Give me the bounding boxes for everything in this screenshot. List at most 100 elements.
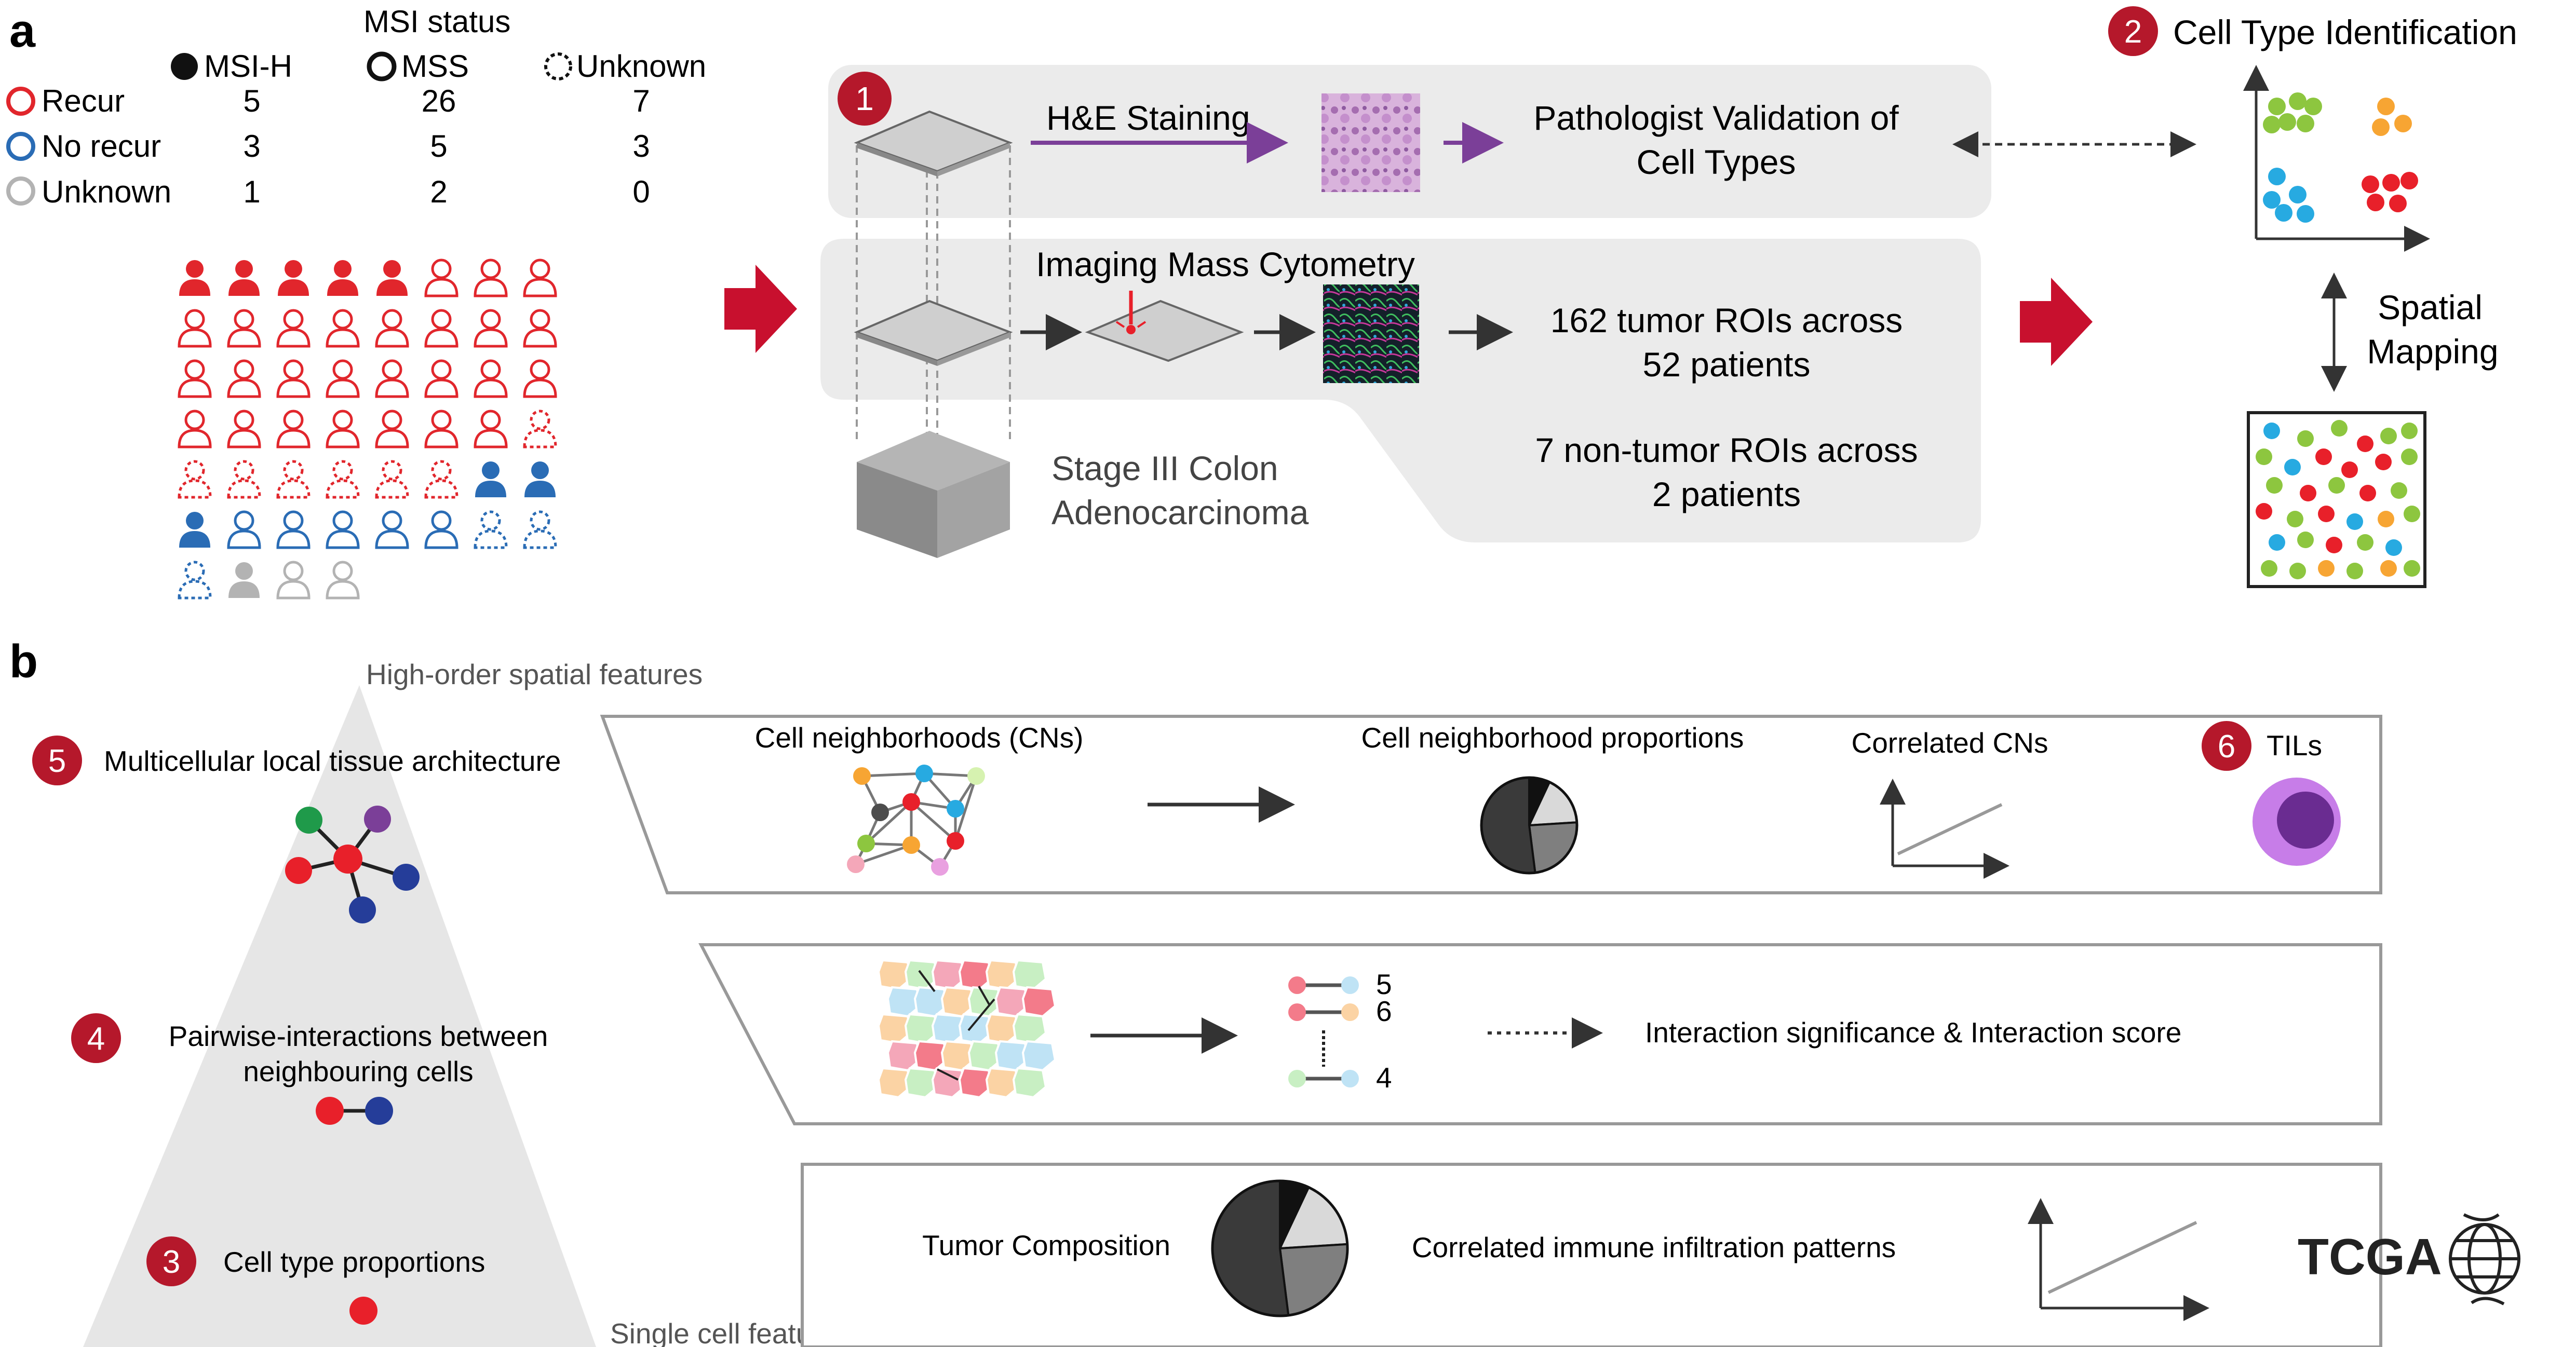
til-cell-icon [2253, 778, 2341, 866]
person-icon [474, 309, 508, 348]
spatial-label-line1: Spatial [2378, 288, 2483, 326]
correlated-immune-line-icon [2028, 1198, 2209, 1321]
level-3-label: Cell type proportions [223, 1246, 485, 1278]
person-icon [178, 460, 212, 499]
spatial-map-icon [2256, 420, 2420, 579]
count-cell: 5 [430, 129, 447, 164]
level-4-label-line2: neighbouring cells [243, 1055, 473, 1087]
person-icon [523, 359, 557, 398]
row-label: No recur [42, 129, 161, 164]
nontumor-rois-line2: 2 patients [1652, 475, 1801, 513]
spatial-label-line2: Mapping [2367, 332, 2498, 371]
person-icon [276, 510, 311, 549]
pair-icon [316, 1097, 393, 1125]
person-icon [523, 510, 557, 549]
row-label: Recur [42, 84, 125, 118]
level-4-label-line1: Pairwise-interactions between [169, 1020, 548, 1052]
person-icon [227, 460, 261, 499]
person-icon [178, 309, 212, 348]
cn-label: Cell neighborhoods (CNs) [755, 722, 1084, 754]
person-icon [474, 359, 508, 398]
recurrence-row-unknown: Unknown 1 2 0 [6, 174, 650, 209]
person-icon [178, 359, 212, 398]
pair-count-bottom: 4 [1376, 1062, 1392, 1094]
person-icon [227, 359, 261, 398]
person-icon [523, 258, 557, 297]
person-icon [179, 512, 210, 548]
person-icon [424, 510, 458, 549]
level-5-badge [32, 736, 82, 785]
laser-slide-icon [1085, 291, 1244, 362]
composition-feature-ribbon [801, 1163, 2382, 1347]
level-3-badge [146, 1236, 196, 1286]
imc-label: Imaging Mass Cytometry [1036, 245, 1415, 283]
person-icon [327, 260, 358, 296]
red-flow-arrow-2 [2020, 278, 2093, 366]
person-icon [424, 460, 458, 499]
correlated-cn-label: Correlated CNs [1851, 727, 2048, 759]
globe-icon [2449, 1213, 2520, 1305]
step-1-number: 1 [855, 80, 874, 117]
msi-col-2: Unknown [576, 49, 706, 84]
interaction-feature-ribbon [698, 943, 2382, 1125]
person-icon [326, 510, 360, 549]
person-icon [523, 309, 557, 348]
msi-status-title: MSI status [363, 4, 510, 39]
feature-pyramid [83, 685, 596, 1347]
person-icon [474, 410, 508, 448]
tils-number: 6 [2218, 729, 2235, 765]
correlated-cn-line-icon [1880, 779, 2009, 879]
pathologist-label-line1: Pathologist Validation of [1533, 99, 1899, 137]
tissue-stack-icon [854, 110, 1013, 558]
imc-workflow-box [820, 239, 1981, 542]
person-icon [326, 359, 360, 398]
count-cell: 0 [632, 174, 650, 209]
cn-proportions-pie-icon [1480, 776, 1579, 875]
tils-badge [2202, 721, 2251, 771]
person-icon [276, 561, 311, 600]
tumor-rois-line1: 162 tumor ROIs across [1550, 301, 1903, 339]
he-image-icon [1321, 93, 1420, 192]
person-icon [424, 410, 458, 448]
imc-image-icon [1323, 284, 1419, 383]
cn-proportions-label: Cell neighborhood proportions [1361, 722, 1744, 754]
pair-count-top: 5 [1376, 968, 1392, 1000]
row-label: Unknown [42, 174, 171, 209]
count-cell: 1 [243, 174, 260, 209]
person-icon [276, 309, 311, 348]
person-icon [178, 561, 212, 600]
level-4-number: 4 [87, 1021, 105, 1057]
count-cell: 7 [632, 84, 650, 118]
person-icon [227, 410, 261, 448]
pair-count-mid: 6 [1376, 995, 1392, 1027]
person-icon [326, 410, 360, 448]
count-cell: 5 [243, 84, 260, 118]
nontumor-rois-line1: 7 non-tumor ROIs across [1535, 431, 1918, 469]
person-icon [227, 309, 261, 348]
person-icon [276, 359, 311, 398]
he-staining-label: H&E Staining [1046, 99, 1250, 137]
no-recur-icon [6, 132, 35, 161]
person-icon [376, 260, 408, 296]
person-icon [179, 260, 210, 296]
person-icon [276, 410, 311, 448]
mss-icon [367, 51, 397, 81]
stage-label-line1: Stage III Colon [1051, 449, 1278, 487]
person-icon [178, 410, 212, 448]
recurrence-row-no-recur: No recur 3 5 3 [6, 129, 650, 164]
person-icon [524, 461, 556, 497]
tumor-composition-pie-icon [1211, 1179, 1349, 1317]
person-icon [424, 359, 458, 398]
step-2-number: 2 [2124, 14, 2142, 50]
cell-neighborhood-network-icon [847, 765, 985, 876]
recurrence-row-recur: Recur 5 26 7 [6, 84, 650, 118]
panel-b-label: b [9, 636, 38, 688]
person-icon [326, 561, 360, 600]
person-icon [228, 260, 260, 296]
recur-icon [6, 87, 35, 116]
level-3-number: 3 [163, 1244, 180, 1280]
panel-a-label: a [9, 5, 36, 57]
patient-icon-grid [178, 258, 557, 600]
msi-h-icon [171, 53, 198, 80]
